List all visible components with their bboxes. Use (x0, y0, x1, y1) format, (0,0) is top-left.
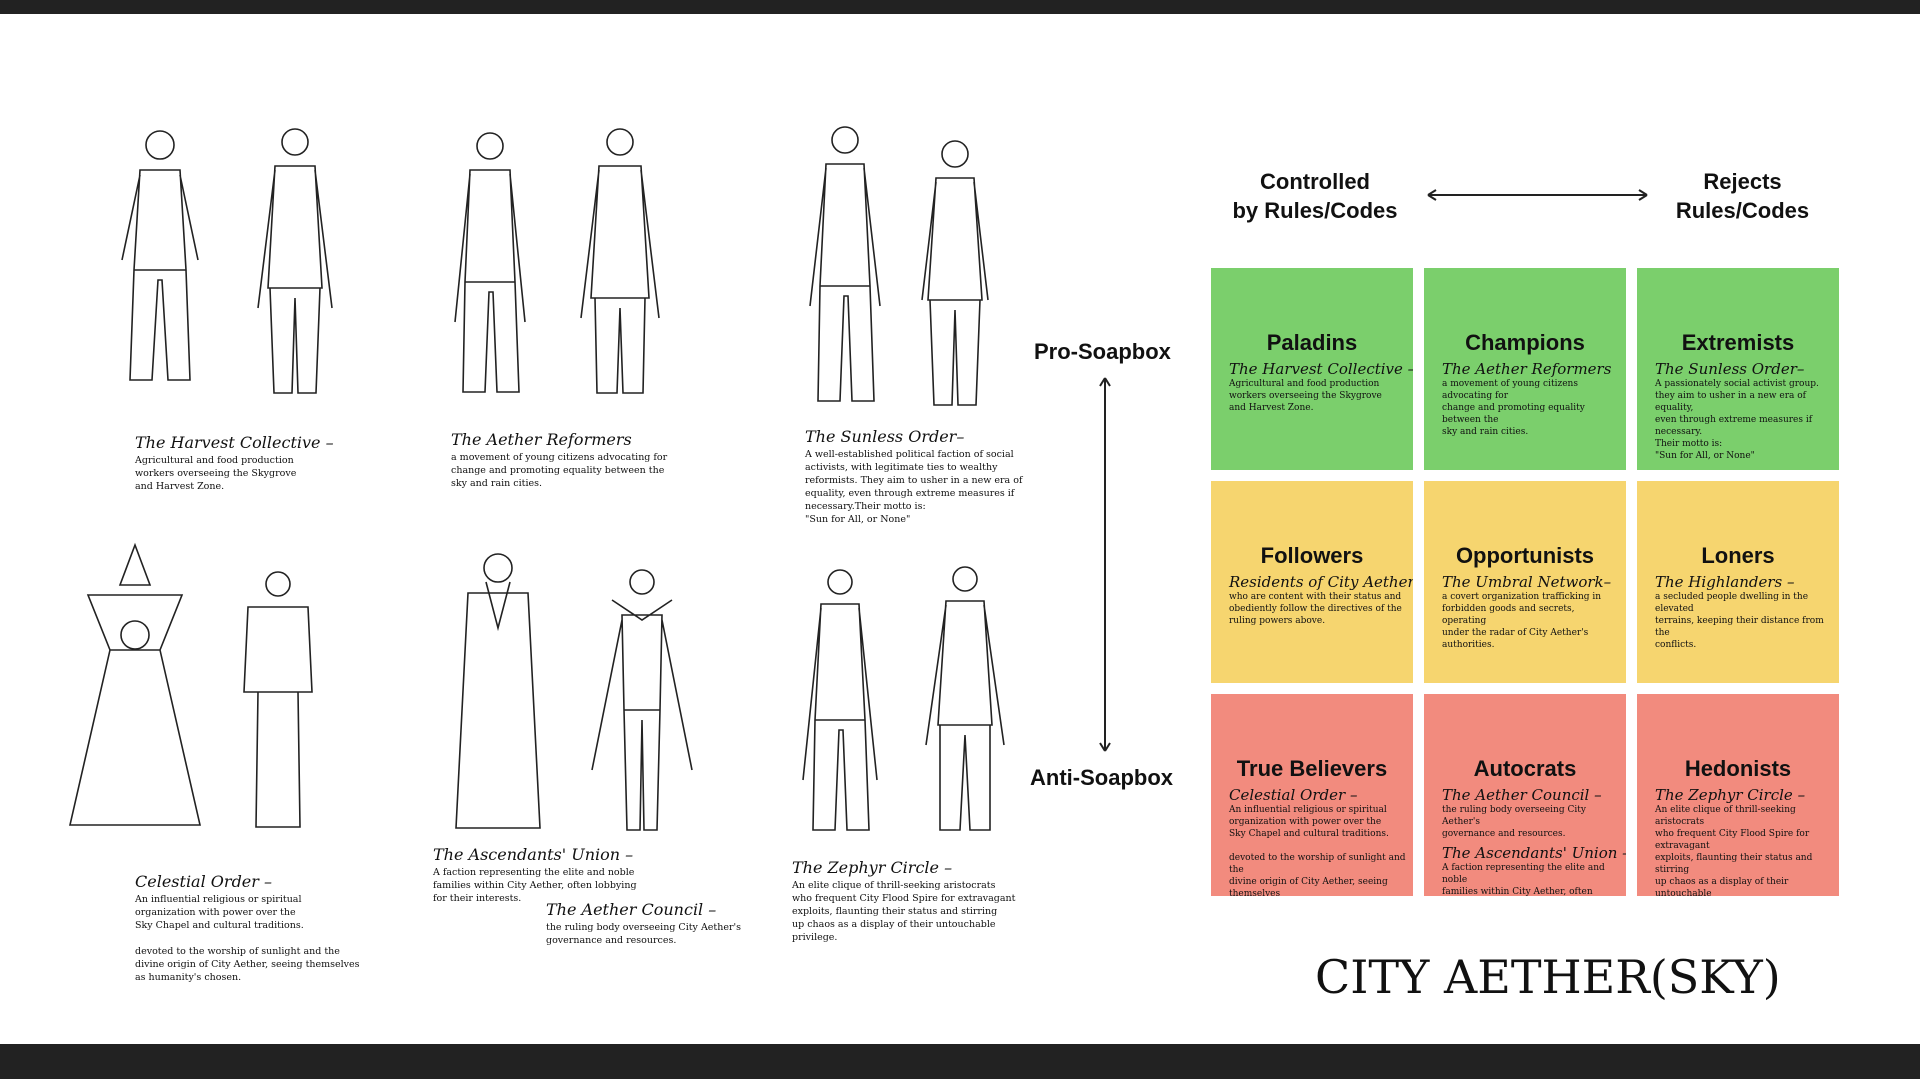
grid-group: The Aether Council –the ruling body over… (1424, 786, 1626, 840)
top-frame-bar (0, 0, 1920, 14)
vertical-axis-arrow (1099, 377, 1111, 752)
caption-description: Agricultural and food production workers… (135, 455, 297, 492)
grid-cell-heading: Paladins (1266, 330, 1358, 355)
page-title: CITY AETHER(SKY) (1315, 950, 1781, 1004)
harvest-figure-1-illustration (121, 130, 199, 381)
caption-description: A well-established political faction of … (805, 449, 1023, 525)
grid-group-description: a secluded people dwelling in the elevat… (1655, 592, 1824, 650)
axis-right-label: Rejects Rules/Codes (1675, 169, 1810, 223)
grid-group-description: a movement of young citizens advocating … (1442, 379, 1585, 437)
grid-cell-heading: Extremists (1681, 330, 1795, 355)
caption-description: the ruling body overseeing City Aether's… (546, 922, 742, 946)
harvest-collective-caption: The Harvest Collective – Agricultural and… (135, 433, 334, 493)
celestial-figure-1-illustration (68, 542, 202, 826)
grid-group-description: A passionately social activist group. th… (1655, 379, 1819, 461)
caption-title: The Aether Reformers (451, 430, 632, 449)
grid-cell-heading: Champions (1465, 330, 1585, 355)
grid-group: The Harvest Collective –Agricultural and… (1211, 360, 1413, 414)
aether-council-figure-illustration (591, 569, 693, 831)
grid-group-description: An influential religious or spiritual or… (1229, 805, 1406, 896)
caption-title: The Aether Council – (546, 900, 717, 919)
grid-cell-heading: Loners (1701, 543, 1775, 568)
zephyr-figure-2-illustration (925, 566, 1005, 831)
grid-cell-heading: Hedonists (1684, 756, 1792, 781)
caption-description: A faction representing the elite and nob… (433, 867, 637, 904)
axis-top-label: Pro-Soapbox (1034, 339, 1171, 364)
caption-title: Celestial Order – (135, 872, 273, 891)
grid-group-description: the ruling body overseeing City Aether's… (1442, 805, 1586, 839)
grid-group-title: The Umbral Network– (1442, 573, 1612, 591)
grid-group-title: The Zephyr Circle – (1655, 786, 1806, 804)
grid-group-title: The Highlanders – (1655, 573, 1795, 591)
caption-title: The Sunless Order– (805, 427, 965, 446)
sunless-figure-1-illustration (809, 126, 881, 402)
caption-description: An influential religious or spiritual or… (135, 894, 360, 983)
grid-group-description: a covert organization trafficking in for… (1442, 592, 1602, 650)
horizontal-axis-arrow (1427, 189, 1648, 201)
sunless-order-caption: The Sunless Order– A well-established pol… (805, 427, 1022, 526)
axis-bottom-label: Anti-Soapbox (1030, 765, 1173, 790)
grid-group-title: The Aether Reformers (1442, 360, 1612, 378)
grid-cell-heading: Opportunists (1455, 543, 1595, 568)
axis-left-label: Controlled by Rules/Codes (1232, 169, 1398, 223)
sunless-figure-2-illustration (921, 140, 989, 406)
reformer-figure-1-illustration (454, 132, 526, 393)
grid-group: Celestial Order –An influential religiou… (1211, 786, 1413, 896)
caption-description: An elite clique of thrill-seeking aristo… (792, 880, 1016, 943)
grid-cell-heading: Followers (1260, 543, 1364, 568)
grid-group-description: Agricultural and food production workers… (1229, 379, 1382, 413)
grid-group-title: Celestial Order – (1229, 786, 1358, 804)
grid-cell-heading: True Believers (1236, 756, 1388, 781)
reformer-figure-2-illustration (580, 128, 660, 394)
aether-reformers-caption: The Aether Reformers a movement of young … (451, 430, 667, 490)
grid-cell-heading: Autocrats (1473, 756, 1577, 781)
grid-group-description: An elite clique of thrill-seeking aristo… (1655, 805, 1813, 896)
grid-group: Residents of City Aether –who are conten… (1211, 573, 1413, 627)
grid-group-title: The Harvest Collective – (1229, 360, 1413, 378)
zephyr-circle-caption: The Zephyr Circle – An elite clique of th… (792, 858, 1015, 944)
caption-title: The Harvest Collective – (135, 433, 334, 452)
grid-group-title: The Aether Council – (1442, 786, 1602, 804)
caption-description: a movement of young citizens advocating … (451, 452, 668, 489)
grid-group: The Umbral Network–a covert organization… (1424, 573, 1626, 651)
harvest-figure-2-illustration (257, 128, 333, 394)
grid-group-title: The Ascendants' Union – (1442, 844, 1626, 862)
caption-title: The Ascendants' Union – (433, 845, 634, 864)
grid-group: The Ascendants' Union –A faction represe… (1424, 844, 1626, 896)
ascendant-figure-1-illustration (455, 553, 541, 829)
celestial-figure-2-illustration (243, 571, 313, 828)
grid-group-description: A faction representing the elite and nob… (1442, 863, 1605, 896)
ascendants-union-caption: The Ascendants' Union – A faction represe… (433, 845, 637, 905)
zephyr-figure-1-illustration (802, 569, 878, 831)
bottom-frame-bar (0, 1044, 1920, 1079)
aether-council-caption: The Aether Council – the ruling body over… (546, 900, 741, 947)
grid-group-description: who are content with their status and ob… (1229, 592, 1402, 626)
grid-group-title: The Sunless Order– (1655, 360, 1805, 378)
caption-title: The Zephyr Circle – (792, 858, 953, 877)
grid-group: The Sunless Order–A passionately social … (1637, 360, 1839, 462)
celestial-order-caption: Celestial Order – An influential religiou… (135, 872, 360, 984)
grid-group-title: Residents of City Aether – (1229, 573, 1413, 591)
grid-group: The Highlanders –a secluded people dwell… (1637, 573, 1839, 651)
grid-group: The Zephyr Circle –An elite clique of th… (1637, 786, 1839, 896)
character-sheet: The Harvest Collective – Agricultural and… (68, 126, 1022, 984)
